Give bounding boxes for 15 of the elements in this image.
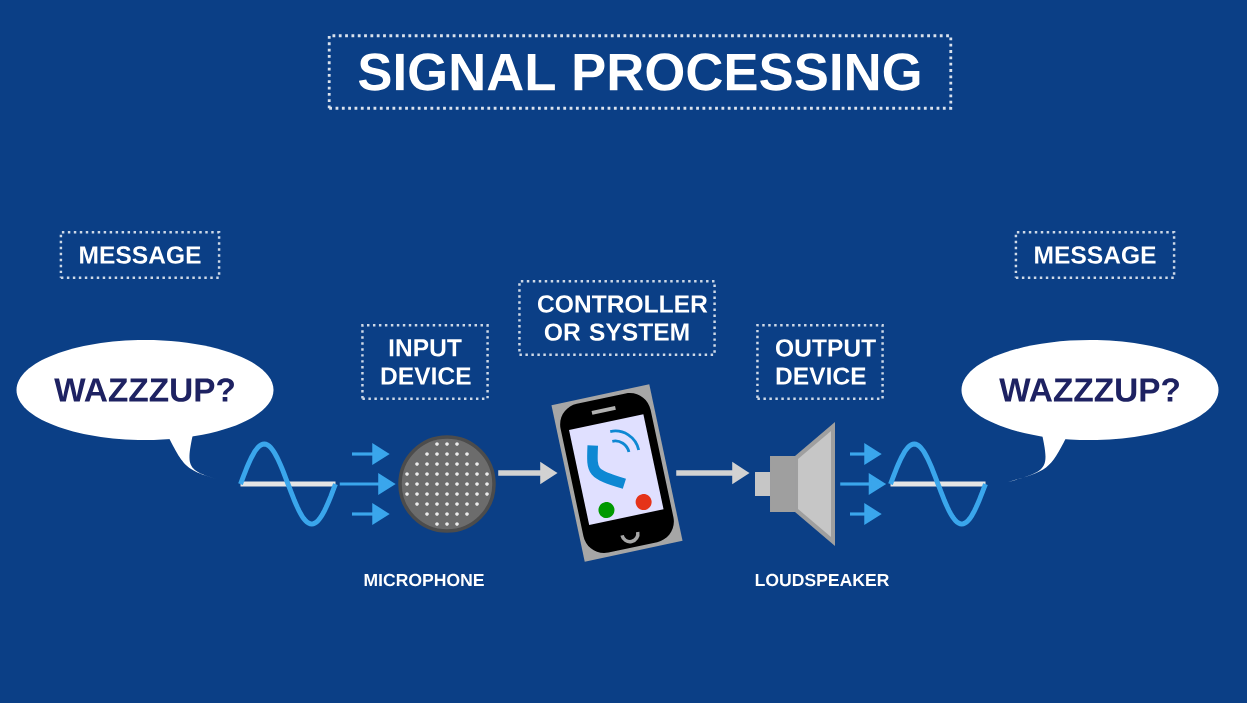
- node-label: INPUT DEVICE: [361, 324, 489, 400]
- speech-bubble: WAZZZUP?: [961, 340, 1219, 482]
- title: SIGNAL PROCESSING: [327, 34, 953, 110]
- node-label: CONTROLLER OR SYSTEM: [518, 279, 716, 357]
- phone-drawing: [551, 384, 683, 562]
- node-label: OUTPUT DEVICE: [756, 323, 884, 401]
- node-label: MICROPHONE: [364, 573, 484, 587]
- node-label: LOUDSPEAKER: [755, 573, 890, 587]
- node-label: MESSAGE: [59, 231, 221, 279]
- sine-wave-drawing: [888, 441, 988, 527]
- sine-wave-drawing: [238, 441, 338, 527]
- node-label: MESSAGE: [1014, 231, 1176, 279]
- loudspeaker-drawing: [755, 422, 835, 546]
- speech-bubble: WAZZZUP?: [16, 340, 274, 482]
- microphone-drawing: [398, 435, 496, 533]
